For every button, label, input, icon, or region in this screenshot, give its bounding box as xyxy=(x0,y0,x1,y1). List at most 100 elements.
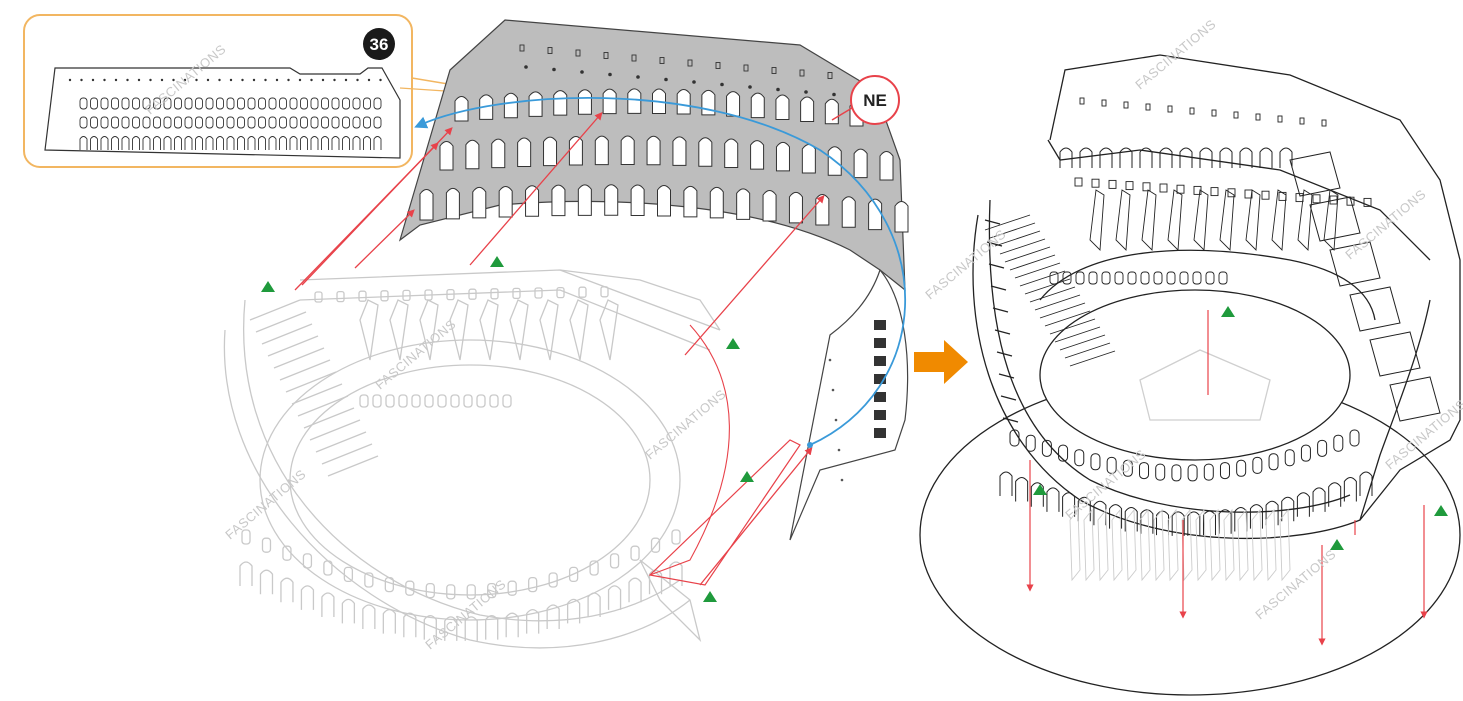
panel-dot xyxy=(840,478,844,482)
detail-dot xyxy=(206,78,210,82)
base-arch xyxy=(444,616,458,641)
detail-dot xyxy=(160,78,164,82)
alignment-triangle-icon xyxy=(726,338,740,349)
side-arch xyxy=(992,307,1009,313)
wall-arch xyxy=(868,198,883,231)
wall-dot xyxy=(524,65,528,69)
detail-window xyxy=(142,97,151,110)
detail-window xyxy=(300,116,308,129)
inner-window xyxy=(437,394,447,408)
detail-window xyxy=(268,116,277,129)
detail-window xyxy=(205,116,214,129)
base-arch-window xyxy=(384,576,394,593)
detail-dot xyxy=(80,78,83,82)
detail-window xyxy=(111,97,119,110)
stand-fin xyxy=(1219,189,1235,252)
seating-fin xyxy=(1004,246,1051,263)
seating-fin xyxy=(1019,270,1066,287)
arch xyxy=(1234,507,1248,532)
arch xyxy=(1312,487,1326,512)
detail-dot xyxy=(218,78,221,82)
compass-direction-callout: NE xyxy=(831,75,900,125)
detail-window xyxy=(237,116,245,129)
detail-dot xyxy=(252,78,256,82)
upper-window xyxy=(1145,103,1151,111)
detail-dot xyxy=(126,78,129,82)
stand-fin xyxy=(479,299,499,361)
detail-window xyxy=(310,97,319,110)
detail-window xyxy=(174,97,182,110)
inner-window xyxy=(1166,271,1176,285)
watermark-text: FASCINATIONS xyxy=(922,226,1009,302)
detail-window xyxy=(363,97,371,110)
side-block xyxy=(1349,286,1401,332)
panel-dot xyxy=(834,418,838,422)
panel-slit xyxy=(874,374,886,384)
arch-window xyxy=(1317,439,1328,457)
detail-dot xyxy=(103,78,106,82)
upper-arch xyxy=(1159,147,1173,168)
arch-window xyxy=(1187,464,1198,482)
wall-arch xyxy=(445,187,460,220)
arch xyxy=(1265,500,1279,526)
stand-fin xyxy=(539,299,559,361)
base-arch-window xyxy=(261,537,272,553)
wall-arch xyxy=(498,186,513,218)
base-window xyxy=(600,286,609,298)
detail-window xyxy=(279,116,287,129)
upper-square xyxy=(1329,195,1338,205)
seating-fin xyxy=(267,335,319,357)
faint-fin xyxy=(1279,508,1291,582)
inner-window xyxy=(1075,271,1085,285)
base-arch xyxy=(669,561,683,586)
base-colosseum-outline xyxy=(223,269,721,649)
wall-arch xyxy=(491,138,506,169)
seating-fin xyxy=(1039,302,1086,319)
arch xyxy=(1093,500,1107,526)
side-block xyxy=(1289,151,1341,197)
detail-window xyxy=(258,97,266,110)
base-arch-window xyxy=(425,582,435,599)
seating-fin xyxy=(285,371,337,393)
watermark-text: FASCINATIONS xyxy=(642,386,729,462)
stand-fin xyxy=(1297,189,1313,252)
detail-arch xyxy=(100,136,109,150)
detail-arch xyxy=(79,136,88,150)
detail-dot xyxy=(356,78,359,82)
base-window xyxy=(468,288,477,300)
seating-fin xyxy=(989,222,1036,239)
arch-window xyxy=(1268,453,1279,471)
stand-fin xyxy=(599,299,619,361)
detail-arch xyxy=(163,136,172,150)
next-step-arrow-icon xyxy=(914,340,968,384)
arch xyxy=(1156,510,1170,536)
inner-window xyxy=(1101,271,1111,285)
detail-dot xyxy=(310,78,313,82)
wall-dot xyxy=(636,75,640,79)
faint-fin xyxy=(1125,508,1137,582)
base-arch xyxy=(546,604,560,630)
seating-fin xyxy=(327,455,379,477)
arch xyxy=(1202,510,1216,536)
detail-window xyxy=(226,97,235,110)
detail-arch xyxy=(90,136,98,150)
detail-window xyxy=(79,116,88,129)
assembled-arches xyxy=(984,219,1373,536)
detail-window xyxy=(321,97,329,110)
arch xyxy=(1249,504,1263,529)
seating-fin xyxy=(1049,318,1096,335)
upper-window xyxy=(1079,97,1085,105)
detail-arch xyxy=(111,136,119,150)
wall-hole xyxy=(547,47,553,54)
faint-fin xyxy=(1251,508,1263,582)
wall-arch xyxy=(630,184,645,216)
detail-window xyxy=(100,116,109,129)
faint-fin xyxy=(1111,508,1123,582)
detail-window xyxy=(321,116,329,129)
base-arch-window xyxy=(589,560,599,576)
base-window xyxy=(556,286,565,299)
faint-fin xyxy=(1139,508,1151,582)
detail-window-rows xyxy=(68,78,382,150)
detail-arch xyxy=(216,136,224,150)
arch xyxy=(1343,476,1357,502)
